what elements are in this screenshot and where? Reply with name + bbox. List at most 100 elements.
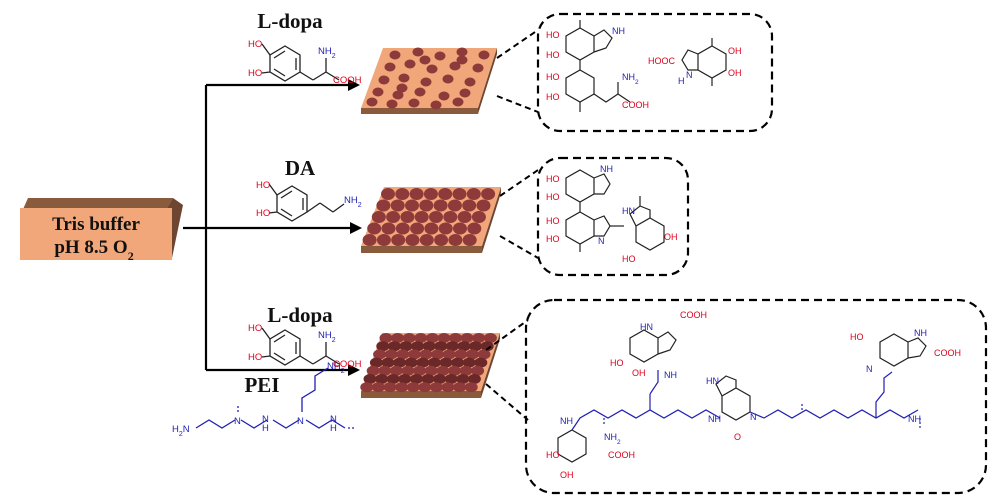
particle — [396, 83, 408, 93]
particle — [399, 341, 413, 352]
particle — [411, 341, 425, 352]
callout-top-structures — [565, 20, 727, 112]
substrate-top — [361, 47, 497, 114]
particle — [471, 211, 486, 223]
particle — [383, 382, 397, 393]
indole-ring — [565, 169, 595, 203]
substrate-middle-side — [482, 187, 501, 253]
svg-text:HN: HN — [622, 206, 635, 216]
particle — [410, 222, 425, 235]
particle — [449, 333, 463, 343]
label-ho: HO — [248, 39, 262, 50]
particle — [433, 199, 448, 212]
particle — [481, 188, 496, 200]
particle — [414, 333, 428, 343]
svg-text:N: N — [686, 70, 693, 80]
particle — [416, 357, 430, 368]
indole-ring-a — [629, 329, 659, 363]
particle — [375, 374, 389, 384]
label-nh-h: H — [330, 423, 337, 434]
svg-text:OH: OH — [664, 232, 678, 242]
particle — [421, 374, 435, 384]
particle — [454, 349, 468, 360]
particle — [442, 74, 454, 84]
particle — [434, 234, 449, 246]
indole-ring-b — [721, 387, 751, 421]
callout-bottom-pei-chain — [571, 370, 921, 431]
particle — [384, 62, 396, 72]
particle — [460, 333, 474, 343]
callout-bottom-structures — [557, 329, 927, 463]
particle — [462, 234, 477, 246]
source-line2: pH 8.5 O2 — [54, 237, 133, 263]
particle — [447, 199, 462, 212]
particle — [413, 365, 427, 376]
particle — [453, 222, 467, 235]
particle — [400, 211, 415, 223]
particle — [371, 382, 385, 393]
particle — [376, 341, 390, 352]
callout-middle-structures — [565, 169, 665, 252]
particle — [391, 333, 405, 343]
particle — [405, 199, 419, 212]
particle — [464, 77, 476, 87]
svg-text:COOH: COOH — [680, 310, 707, 320]
particle — [429, 382, 443, 393]
particle — [389, 50, 401, 60]
label-ho: HO — [256, 180, 270, 191]
svg-text:OH: OH — [560, 470, 574, 480]
callout-box-middle — [536, 156, 690, 277]
callout-bottom-labels: COOH HN HO OH NH NH HO OH NH2 COOH HN NH… — [546, 310, 961, 480]
particle — [390, 199, 405, 212]
particle — [363, 374, 377, 384]
svg-text:HO: HO — [546, 72, 560, 82]
dopamine-structure — [268, 183, 345, 222]
bottom-branch-title: L-dopa — [267, 303, 333, 327]
particle — [425, 333, 439, 343]
particle — [419, 199, 434, 212]
arrow-head-middle — [350, 222, 362, 234]
particle — [362, 234, 377, 246]
particle — [379, 333, 393, 343]
svg-text:O: O — [734, 432, 741, 442]
particle — [457, 341, 471, 352]
particle — [376, 234, 391, 246]
substrate-bottom-side — [481, 333, 500, 398]
particle — [398, 73, 410, 83]
particle — [452, 188, 467, 200]
particle — [395, 188, 410, 200]
particle — [430, 100, 442, 110]
svg-text:HO: HO — [546, 174, 560, 184]
particle — [433, 374, 447, 384]
particle — [418, 382, 432, 393]
label-nh2: NH2 — [344, 195, 362, 209]
particle — [431, 349, 445, 360]
particle — [453, 382, 467, 393]
source-box-face — [20, 208, 172, 260]
substrate-top-front — [361, 108, 478, 114]
particle — [405, 234, 420, 246]
particle — [392, 90, 404, 100]
particle — [409, 374, 423, 384]
svg-text:NH: NH — [664, 370, 677, 380]
particle — [442, 349, 456, 360]
particle — [456, 55, 468, 65]
particle — [422, 341, 436, 352]
particle — [448, 234, 463, 246]
particle — [441, 382, 455, 393]
svg-text:HOOC: HOOC — [648, 56, 676, 66]
particle — [371, 211, 386, 223]
particle — [408, 98, 420, 108]
particle — [406, 382, 420, 393]
label-cooh: COOH — [333, 75, 362, 86]
svg-text:COOH: COOH — [622, 100, 649, 110]
label-nh-h: H — [262, 423, 269, 434]
particle — [367, 222, 382, 235]
particle — [437, 333, 451, 343]
particle — [480, 341, 494, 352]
particle — [402, 333, 416, 343]
particle — [395, 382, 409, 393]
particle — [438, 188, 453, 200]
label-ho: HO — [248, 68, 262, 79]
particle — [449, 61, 461, 71]
